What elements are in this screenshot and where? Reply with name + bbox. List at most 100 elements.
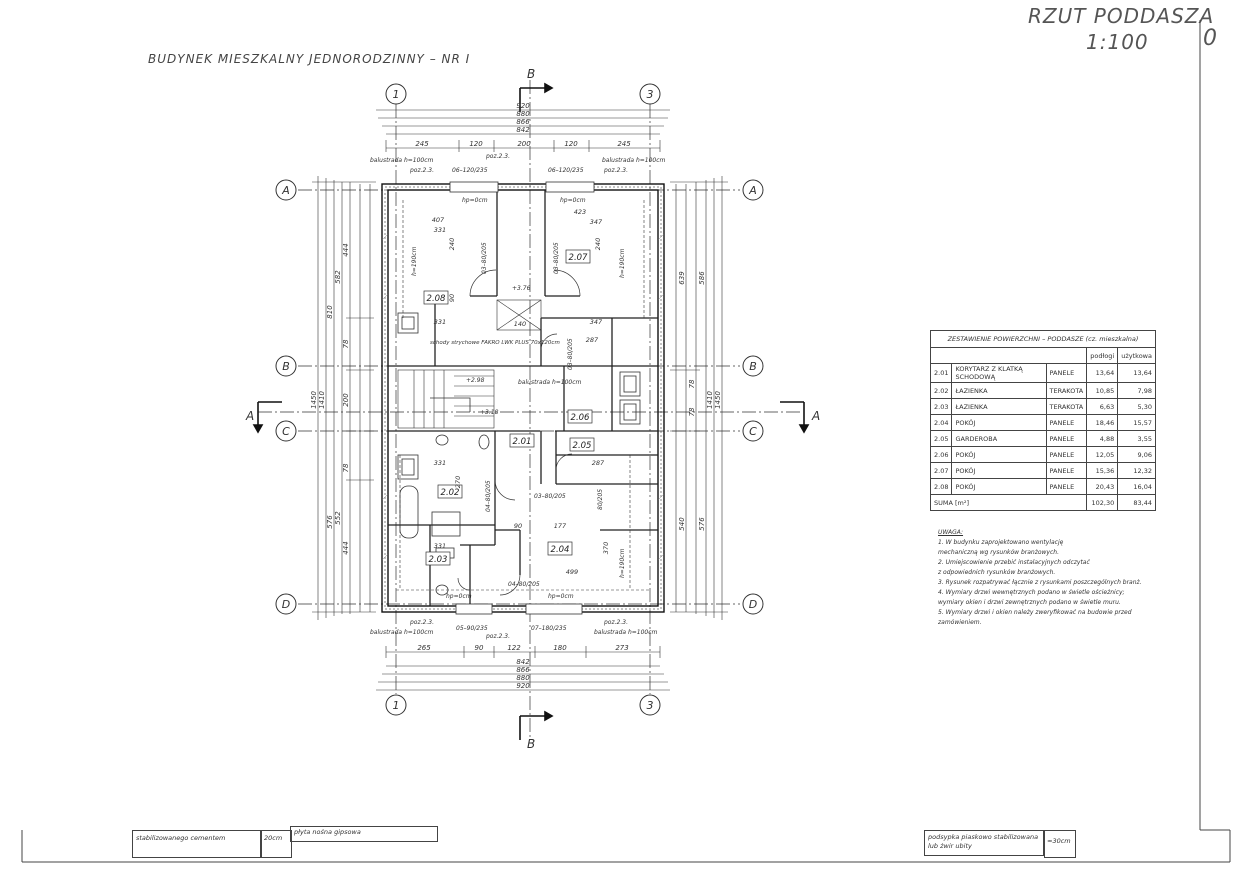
dim-right-576: 576 [698, 517, 706, 531]
row-room-name: POKÓJ [951, 414, 1047, 431]
fixtures [397, 312, 641, 596]
dim-left-576: 576 [326, 515, 334, 529]
row-finish: PANELE [1045, 430, 1088, 447]
dim-bot-842: 842 [516, 658, 530, 666]
legend-right-a: podsypka piaskowo stabilizowana [928, 833, 1039, 841]
door-label-03-bottom: 03–80/205 [534, 493, 566, 500]
inner-dim-347-b: 347 [590, 318, 603, 326]
sheet-number: 0 [1203, 26, 1217, 51]
inner-dim-331-d: 331 [434, 542, 446, 550]
inner-dim-90: 90 [514, 522, 522, 530]
building-title: BUDYNEK MIESZKALNY JEDNORODZINNY – NR I [148, 52, 471, 66]
dim-bot-seg-2: 90 [475, 644, 484, 652]
legend-right-c: ≈30cm [1044, 830, 1076, 858]
axis-lines [258, 80, 800, 740]
row-number: 2.06 [929, 446, 953, 463]
dim-top-seg-3: 200 [517, 140, 531, 148]
row-floor-area: 6,63 [1086, 398, 1119, 415]
door-label-03-b: 03–80/205 [553, 242, 560, 274]
poz-top-middle: poz.2.3. [485, 153, 510, 160]
axis-a-left: A [281, 184, 290, 197]
poz-bottom-left: poz.2.3. [409, 619, 434, 626]
dim-right-78-a: 78 [688, 379, 696, 388]
window-bottom-left: 05–90/235 [456, 625, 488, 632]
dim-left-444-top: 444 [342, 243, 350, 256]
axis-b-left: B [282, 360, 290, 373]
wall-hatching [381, 233, 665, 561]
row-floor-area: 18,46 [1086, 414, 1119, 431]
axis-a-right: A [748, 184, 757, 197]
dim-left-810: 810 [326, 305, 334, 319]
col-floor: podłogi [1086, 347, 1119, 364]
height-label-bottom: h=190cm [619, 548, 626, 578]
dim-left-552: 552 [334, 511, 342, 525]
windows [449, 181, 595, 615]
hp-top-left: hp=0cm [462, 197, 488, 204]
row-floor-area: 15,36 [1086, 462, 1119, 479]
inner-dim-499: 499 [566, 568, 578, 576]
inner-dim-407: 407 [432, 216, 445, 224]
note-line: 3. Rysunek rozpatrywać łącznie z rysunka… [938, 579, 1142, 586]
window-top-right: 06–120/235 [548, 167, 584, 174]
row-usable-area: 16,04 [1117, 478, 1156, 495]
room-2-06: 2.06 [571, 413, 591, 423]
area-table-sum-row: SUMA [m²] 102,30 83,44 [929, 494, 1156, 511]
row-number: 2.07 [929, 462, 953, 479]
note-line: wymiary okien i drzwi zewnętrznych podan… [938, 599, 1121, 606]
window-top-left: 06–120/235 [452, 167, 488, 174]
row-finish: PANELE [1045, 462, 1088, 479]
dim-top-seg-1: 245 [415, 140, 429, 148]
note-line: mechaniczną wg rysunków branżowych. [938, 549, 1059, 556]
row-finish: PANELE [1045, 363, 1088, 383]
dim-left-582: 582 [334, 270, 342, 284]
dim-bot-seg-1: 265 [417, 644, 431, 652]
sum-usable: 83,44 [1117, 494, 1156, 511]
dim-left-1410: 1410 [318, 391, 326, 409]
note-line: z odpowiednich rysunków branżowych. [938, 569, 1056, 576]
row-usable-area: 3,55 [1117, 430, 1156, 447]
dim-bot-seg-4: 180 [553, 644, 567, 652]
dim-bot-880: 880 [516, 674, 530, 682]
dim-top-920: 920 [516, 102, 530, 110]
top-dimension-chains [376, 109, 670, 152]
dim-left-1450: 1450 [310, 391, 318, 409]
dim-bot-seg-5: 273 [615, 644, 628, 652]
inner-dim-240-a: 240 [448, 238, 456, 250]
left-dimension-chains [312, 176, 376, 620]
area-table-header: podłogi użytkowa [929, 347, 1156, 364]
row-number: 2.02 [929, 382, 953, 399]
room-2-03: 2.03 [429, 555, 448, 565]
row-room-name: POKÓJ [951, 478, 1047, 495]
dim-left-444-bot: 444 [342, 541, 350, 554]
legend-left-b: 20cm [260, 830, 292, 858]
row-number: 2.04 [929, 414, 953, 431]
inner-dim-177: 177 [554, 522, 567, 530]
row-finish: PANELE [1045, 446, 1088, 463]
height-label-right: h=190cm [619, 248, 626, 278]
dim-bot-866: 866 [516, 666, 530, 674]
axis-1-top: 1 [393, 88, 400, 101]
legend-right-ab: podsypka piaskowo stabilizowana lub żwir… [924, 830, 1044, 856]
axis-b-right: B [749, 360, 757, 373]
legend-right-b: lub żwir ubity [928, 842, 972, 850]
row-room-name: ŁAZIENKA [951, 382, 1047, 399]
inner-dim-270: 270 [454, 476, 462, 488]
section-b-top-label: B [527, 67, 535, 81]
inner-dim-347-a: 347 [590, 218, 603, 226]
door-label-03-c: 03–80/205 [567, 338, 574, 370]
axis-d-right: D [749, 598, 757, 611]
row-number: 2.05 [929, 430, 953, 447]
dim-right-1450: 1450 [714, 391, 722, 409]
row-finish: TERAKOTA [1045, 398, 1088, 415]
room-label-boxes [423, 249, 595, 566]
dim-right-78-b: 78 [688, 407, 696, 416]
row-floor-area: 4,88 [1086, 430, 1119, 447]
row-usable-area: 15,57 [1117, 414, 1156, 431]
section-a-left-label: A [245, 409, 254, 423]
axis-c-right: C [749, 425, 757, 438]
door-swings [457, 269, 581, 596]
row-room-name: POKÓJ [951, 462, 1047, 479]
